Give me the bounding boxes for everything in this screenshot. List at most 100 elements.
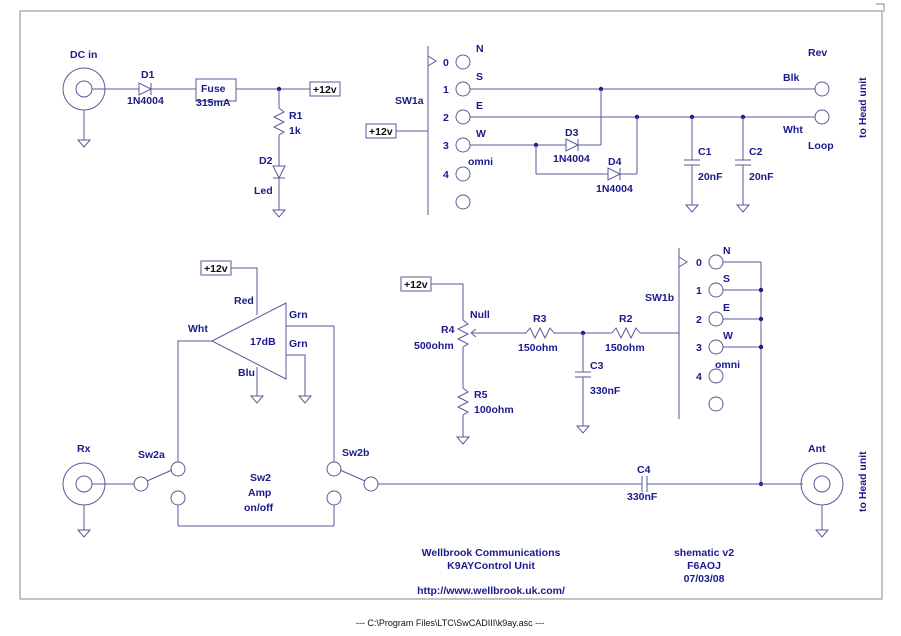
ground-symbol	[297, 395, 313, 404]
resistor-r2	[611, 326, 641, 340]
file-path: --- C:\Program Files\LTC\SwCADIII\k9ay.a…	[356, 618, 544, 628]
junction-dot	[758, 287, 764, 293]
capacitor-c4	[641, 476, 648, 492]
sw1a-pos-3: 3	[443, 140, 449, 152]
company-name: Wellbrook Communications	[422, 547, 561, 559]
sw1a-label: SW1a	[395, 95, 424, 107]
wht-label: Wht	[783, 124, 803, 136]
terminal-wht	[814, 109, 830, 125]
fuse-box	[195, 78, 237, 102]
ant-label: Ant	[808, 443, 826, 455]
capacitor-c2	[735, 117, 751, 213]
r5-value: 100ohm	[474, 404, 514, 416]
junction-dot	[758, 344, 764, 350]
d4-part: 1N4004	[596, 183, 633, 195]
r2-label: R2	[619, 313, 633, 325]
blk-label: Blk	[783, 72, 800, 84]
sw1b-dir-e: E	[723, 302, 730, 314]
null-label: Null	[470, 309, 490, 321]
capacitor-c1	[684, 117, 700, 213]
r3-value: 150ohm	[518, 342, 558, 354]
d3-part: 1N4004	[553, 153, 590, 165]
schematic-date: 07/03/08	[684, 573, 725, 585]
sw1b-pos-3: 3	[696, 342, 702, 354]
plus12-label-d: +12v	[404, 279, 428, 291]
wht-amp-label: Wht	[188, 323, 208, 335]
r4-label: R4	[441, 324, 455, 336]
dc-in-connector	[62, 67, 106, 148]
c2-label: C2	[749, 146, 763, 158]
fuse-label: Fuse	[201, 83, 226, 95]
diode-d3	[565, 89, 602, 152]
diode-d1	[138, 82, 153, 96]
ground-symbol	[249, 395, 265, 404]
rx-connector	[62, 462, 106, 538]
plus12-flag	[309, 81, 341, 97]
to-head-unit-label-2: to Head unit	[857, 451, 869, 512]
onoff-label: on/off	[244, 502, 274, 514]
grn-label-1: Grn	[289, 309, 308, 321]
r5-label: R5	[474, 389, 488, 401]
dc-in-label: DC in	[70, 49, 97, 61]
corner-mark	[876, 3, 885, 12]
c3-value: 330nF	[590, 385, 621, 397]
wire	[431, 283, 464, 320]
grn-label-2: Grn	[289, 338, 308, 350]
sw1a-contacts	[455, 54, 471, 210]
plus12-label-c: +12v	[204, 263, 228, 275]
led-d2	[271, 165, 287, 218]
sw1a-pos-0: 0	[443, 57, 449, 69]
sw1a-pos-4: 4	[443, 169, 449, 181]
r4-value: 500ohm	[414, 340, 454, 352]
sw1a-dir-w: W	[476, 128, 486, 140]
amplifier-triangle	[210, 302, 287, 380]
unit-name: K9AYControl Unit	[447, 560, 535, 572]
c1-value: 20nF	[698, 171, 723, 183]
sw1b-wiper	[678, 256, 688, 268]
resistor-r1	[272, 89, 286, 166]
loop-label: Loop	[808, 140, 834, 152]
wire-grn-gnd	[286, 354, 306, 396]
resistor-r3	[525, 326, 555, 340]
rev-label: Rev	[808, 47, 827, 59]
c2-value: 20nF	[749, 171, 774, 183]
sw1a-wiper	[427, 55, 437, 67]
to-head-unit-label: to Head unit	[857, 77, 869, 138]
drawing-frame	[19, 10, 883, 600]
junction-dot	[758, 316, 764, 322]
gain-label: 17dB	[250, 336, 276, 348]
fuse-value: 315mA	[196, 97, 231, 109]
sw1b-label: SW1b	[645, 292, 674, 304]
author-callsign: F6AOJ	[687, 560, 721, 572]
d1-part: 1N4004	[127, 95, 164, 107]
sw1a-pos-2: 2	[443, 112, 449, 124]
sw1b-dir-n: N	[723, 245, 731, 257]
website-url: http://www.wellbrook.uk.com/	[417, 585, 565, 597]
switch-sw2b	[326, 461, 379, 526]
r1-label: R1	[289, 110, 303, 122]
wire-amp-out	[286, 325, 335, 462]
terminal-blk	[814, 81, 830, 97]
sw1a-dir-s: S	[476, 71, 483, 83]
d1-label: D1	[141, 69, 155, 81]
sw1a-pos-1: 1	[443, 84, 449, 96]
sw1b-dir-s: S	[723, 273, 730, 285]
blu-label: Blu	[238, 367, 255, 379]
amp-label: Amp	[248, 487, 271, 499]
sw1b-dir-omni: omni	[715, 359, 740, 371]
d3-label: D3	[565, 127, 579, 139]
sw2-label: Sw2	[250, 472, 271, 484]
r2-value: 150ohm	[605, 342, 645, 354]
c1-label: C1	[698, 146, 712, 158]
sw1a-dir-e: E	[476, 100, 483, 112]
c4-value: 330nF	[627, 491, 658, 503]
sw1b-bus	[723, 261, 762, 484]
led-label: Led	[254, 185, 273, 197]
diode-d4	[535, 117, 638, 181]
c4-label: C4	[637, 464, 651, 476]
c3-label: C3	[590, 360, 604, 372]
sw1a-dir-omni: omni	[468, 156, 493, 168]
wire-amp-in	[177, 340, 212, 462]
sw2b-label: Sw2b	[342, 447, 369, 459]
